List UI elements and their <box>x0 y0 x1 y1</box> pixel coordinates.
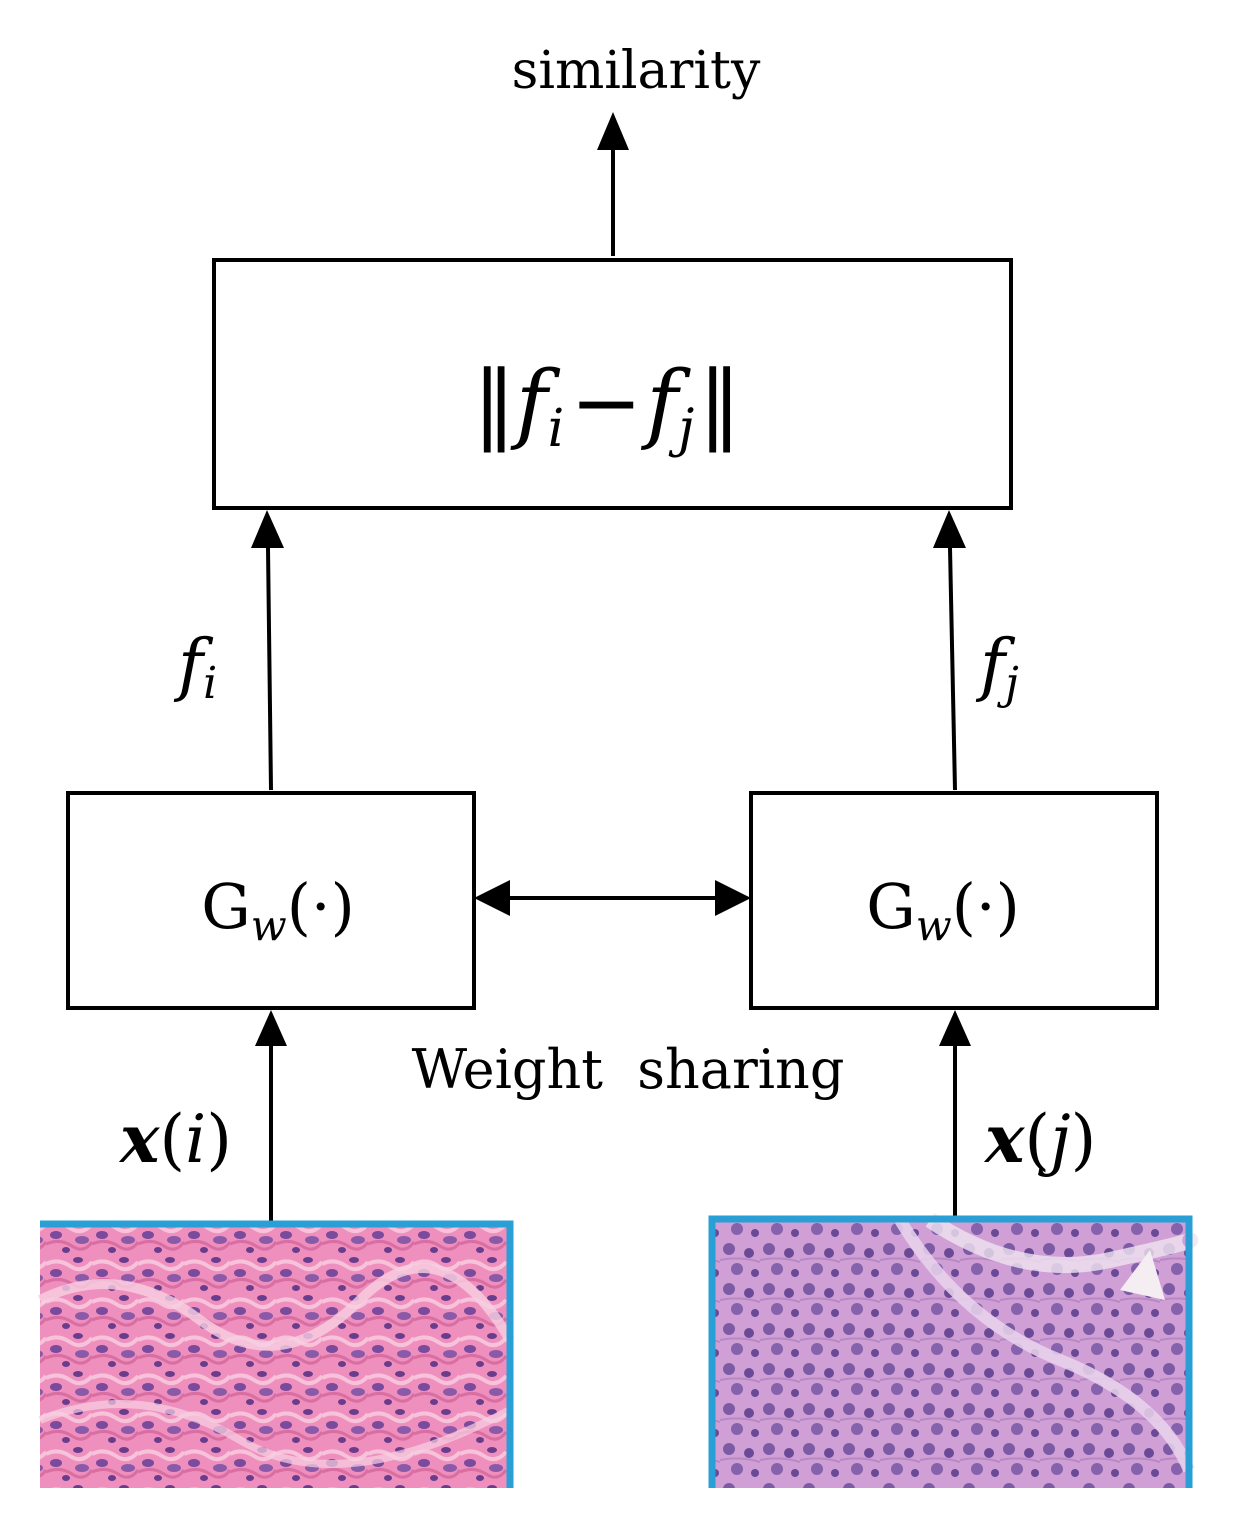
input-left-x: x <box>118 1100 160 1178</box>
right-input-arrow-head <box>939 1010 971 1046</box>
encoder-label-right: Gw(·) <box>866 870 1020 950</box>
tissue-image-left <box>37 1220 515 1488</box>
weight-sharing-arrow-head-right <box>715 880 751 916</box>
input-left-idx: i <box>185 1101 206 1178</box>
feature-left-sub: i <box>203 658 217 709</box>
encoder-left-arg: (·) <box>287 870 355 943</box>
input-right-x: x <box>983 1100 1025 1178</box>
encoder-box-right <box>749 791 1159 1010</box>
weight-sharing-label: Weight sharing <box>412 1038 845 1101</box>
tissue-image-right <box>708 1213 1199 1488</box>
right-feature-arrow-head <box>933 510 966 548</box>
left-feature-arrow-line <box>266 547 273 791</box>
formula-minus: − <box>570 353 642 453</box>
norm-close: ‖ <box>698 353 741 453</box>
distance-box <box>212 258 1013 510</box>
encoder-label-left: Gw(·) <box>201 870 355 950</box>
norm-open: ‖ <box>473 353 516 453</box>
input-right-open: ( <box>1024 1101 1050 1178</box>
similarity-label: similarity <box>512 41 761 101</box>
encoder-right-arg: (·) <box>952 870 1020 943</box>
left-feature-arrow-head <box>251 510 284 548</box>
encoder-left-sub: w <box>251 901 287 950</box>
encoder-right-sub: w <box>916 901 952 950</box>
encoder-box-left <box>66 791 476 1010</box>
encoder-left-g: G <box>201 870 251 943</box>
distance-formula: ‖fi−fj‖ <box>473 353 742 459</box>
input-label-left: x(i) <box>118 1100 232 1178</box>
output-arrow-head <box>597 112 629 150</box>
input-right-close: ) <box>1071 1101 1097 1178</box>
right-feature-arrow-line <box>948 547 957 791</box>
input-label-right: x(j) <box>983 1100 1096 1178</box>
input-left-open: ( <box>159 1101 185 1178</box>
formula-sub-i: i <box>548 399 565 459</box>
feature-label-left: fi <box>173 626 217 709</box>
left-input-arrow-head <box>255 1010 287 1046</box>
input-left-close: ) <box>206 1101 232 1178</box>
encoder-right-g: G <box>866 870 916 943</box>
weight-sharing-arrow-head-left <box>474 880 510 916</box>
feature-label-right: fj <box>975 626 1019 709</box>
